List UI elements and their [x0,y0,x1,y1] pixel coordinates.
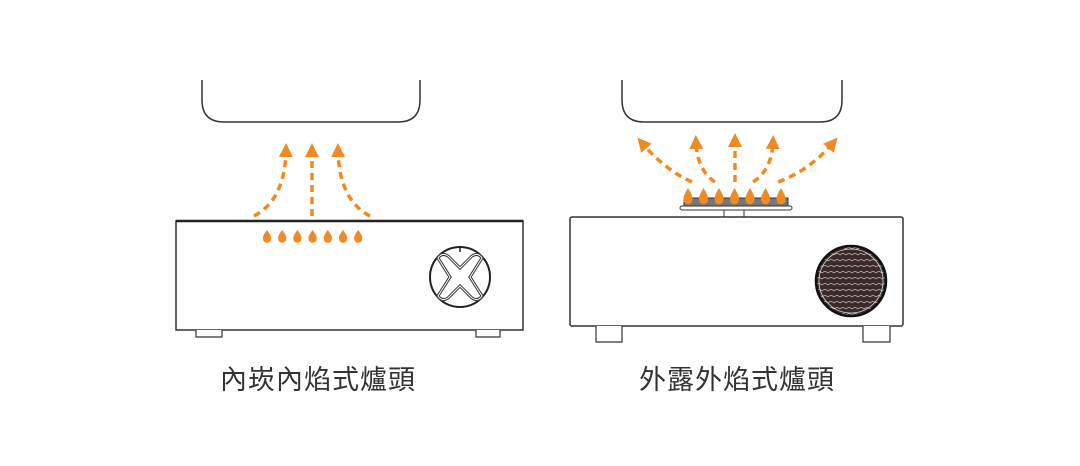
left-flames [262,230,363,243]
heat-arrow [777,137,838,184]
flame-icon [714,188,724,205]
left-panel-inner-flame [175,80,524,338]
right-flames [683,188,786,205]
right-foot [595,326,623,343]
flame-icon [308,230,317,243]
flame-icon [293,230,302,243]
flame-icon [698,188,709,205]
flame-icon [262,230,272,243]
heat-arrow [752,135,780,184]
heat-arrow [689,135,717,184]
flame-icon [683,188,693,205]
left-pot [201,80,421,123]
flame-icon [729,188,740,205]
flame-icon [354,230,363,243]
heat-arrow [331,143,371,218]
heat-arrow [637,137,693,184]
right-heat-arrows [637,133,838,184]
flame-icon [776,188,786,205]
flame-icon [338,230,348,243]
heat-arrow [253,143,293,218]
flame-icon [278,230,287,243]
flame-icon [760,188,771,205]
right-pot [621,80,843,123]
left-foot [475,330,501,338]
right-panel-outer-flame [569,80,904,343]
flame-icon [323,230,332,243]
left-foot [195,330,223,338]
left-heat-arrows [253,143,371,218]
right-knob-icon [814,244,888,318]
right-caption: 外露外焰式爐頭 [639,365,835,396]
flame-icon [745,188,755,205]
right-foot [862,326,891,343]
left-knob-icon [429,246,491,308]
left-caption: 內崁內焰式爐頭 [220,365,416,396]
